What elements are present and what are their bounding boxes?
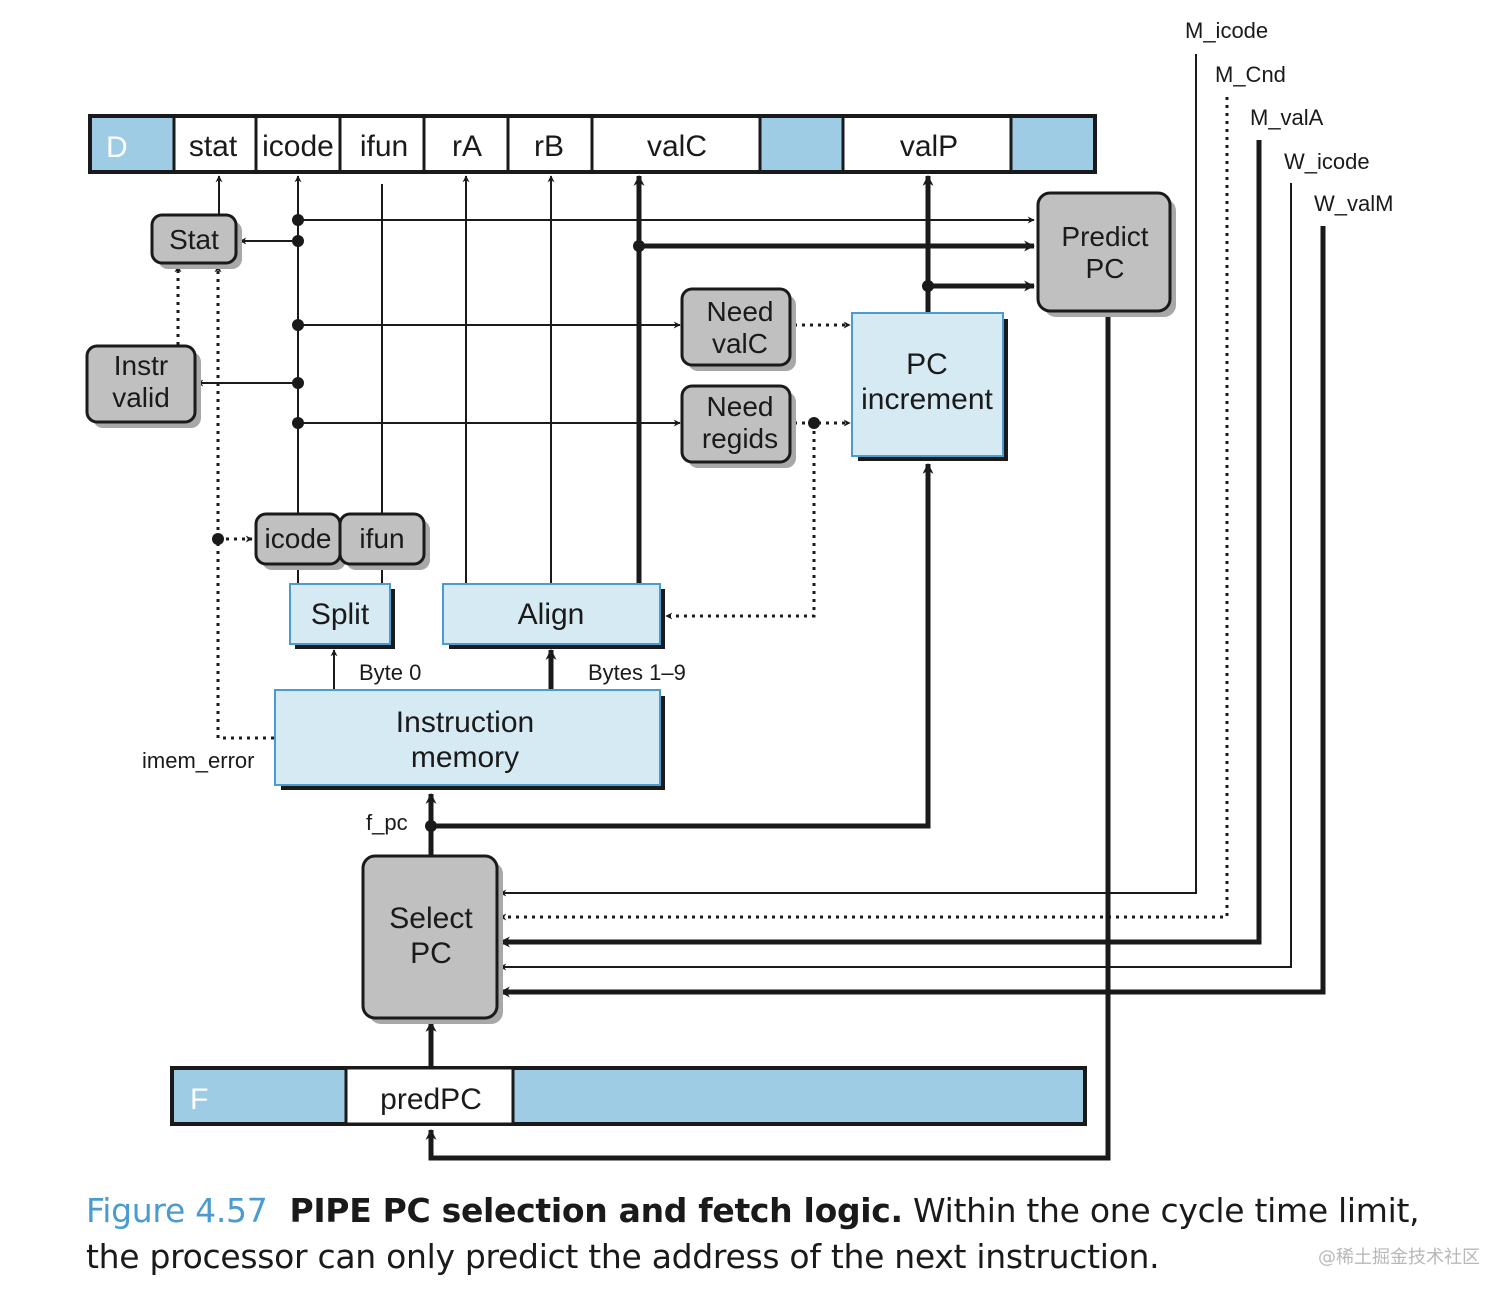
figure-caption: Figure 4.57 PIPE PC selection and fetch l… — [86, 1188, 1466, 1280]
block-stat: Stat — [150, 213, 242, 269]
wire-M_icode — [499, 54, 1197, 897]
figure-title: PIPE PC selection and fetch logic. — [289, 1191, 903, 1230]
stage-label-f: F — [190, 1083, 208, 1116]
block-align: Align — [442, 583, 665, 649]
wire-imem-error — [214, 265, 274, 740]
block-split: Split — [289, 583, 395, 649]
svg-text:Need: Need — [707, 391, 774, 422]
field-rA: rA — [452, 130, 482, 163]
svg-text:Need: Need — [707, 296, 774, 327]
svg-text:increment: increment — [861, 383, 993, 416]
svg-text:icode: icode — [265, 523, 332, 554]
block-need-regids: Need regids — [680, 384, 796, 468]
svg-text:PC: PC — [1086, 253, 1125, 284]
svg-text:memory: memory — [411, 741, 519, 774]
svg-text:valid: valid — [112, 382, 170, 413]
signal-W_valM: W_valM — [1314, 191, 1393, 216]
block-select-pc: Select PC — [361, 854, 503, 1024]
control-blocks: Stat Instr valid Need valC Need regids P… — [85, 191, 1176, 1024]
watermark: @稀土掘金技术社区 — [1318, 1247, 1480, 1268]
field-predPC: predPC — [380, 1083, 482, 1116]
block-ifun: ifun — [338, 512, 430, 570]
svg-text:Instr: Instr — [114, 350, 168, 381]
block-predict-pc: Predict PC — [1036, 191, 1176, 317]
figure-number: Figure 4.57 — [86, 1191, 268, 1230]
signal-M_icode: M_icode — [1185, 18, 1268, 43]
svg-text:Stat: Stat — [169, 224, 219, 255]
label-f-pc: f_pc — [366, 810, 408, 835]
block-instruction-memory: Instruction memory — [274, 689, 665, 790]
field-ifun: ifun — [360, 130, 408, 163]
block-icode: icode — [254, 512, 346, 570]
stage-label-d: D — [106, 131, 128, 164]
hardware-blocks: Split Align PC increment Instruction mem… — [274, 312, 1008, 790]
label-bytes1-9: Bytes 1–9 — [588, 660, 686, 685]
forwarded-signal-labels: M_icode M_Cnd M_valA W_icode W_valM — [1185, 18, 1393, 216]
svg-text:valC: valC — [712, 328, 768, 359]
fetch-pipeline-register: F predPC — [170, 1066, 1087, 1126]
block-instr-valid: Instr valid — [85, 344, 201, 428]
svg-text:PC: PC — [410, 937, 452, 970]
field-rB: rB — [534, 130, 564, 163]
junction-dots — [212, 214, 934, 832]
svg-text:regids: regids — [702, 423, 778, 454]
field-stat: stat — [189, 130, 238, 163]
svg-text:Select: Select — [389, 902, 473, 935]
svg-text:Split: Split — [311, 598, 370, 631]
svg-text:Instruction: Instruction — [396, 706, 534, 739]
label-byte0: Byte 0 — [359, 660, 421, 685]
wire-predict-pc-out — [425, 312, 1111, 1161]
decode-pipeline-register: D stat icode ifun rA rB valC valP — [88, 114, 1097, 174]
wire-W_icode — [499, 183, 1292, 971]
figure-text: Within the one cycle time limit, the pro… — [86, 1191, 1420, 1276]
block-pc-increment: PC increment — [851, 312, 1008, 461]
wires — [174, 54, 1326, 1161]
wire-fpc-to-pc-increment — [431, 462, 934, 829]
field-valP: valP — [900, 130, 958, 163]
svg-text:ifun: ifun — [359, 523, 404, 554]
svg-text:Align: Align — [518, 598, 585, 631]
label-imem-error: imem_error — [142, 748, 254, 773]
block-need-valc: Need valC — [680, 287, 796, 371]
signal-labels: Byte 0 Bytes 1–9 imem_error f_pc — [142, 660, 686, 835]
field-icode: icode — [262, 130, 334, 163]
signal-M_Cnd: M_Cnd — [1215, 62, 1286, 87]
wire-M_valA — [498, 140, 1262, 948]
svg-text:PC: PC — [906, 348, 948, 381]
signal-M_valA: M_valA — [1250, 105, 1324, 130]
field-valC: valC — [647, 130, 707, 163]
pipe-pc-fetch-diagram: D stat icode ifun rA rB valC valP M_icod… — [85, 18, 1393, 1161]
signal-W_icode: W_icode — [1284, 149, 1370, 174]
svg-text:Predict: Predict — [1061, 221, 1148, 252]
wire-W_valM — [498, 226, 1326, 998]
wire-needregids-to-align — [665, 423, 816, 620]
wire-M_Cnd — [499, 97, 1229, 921]
